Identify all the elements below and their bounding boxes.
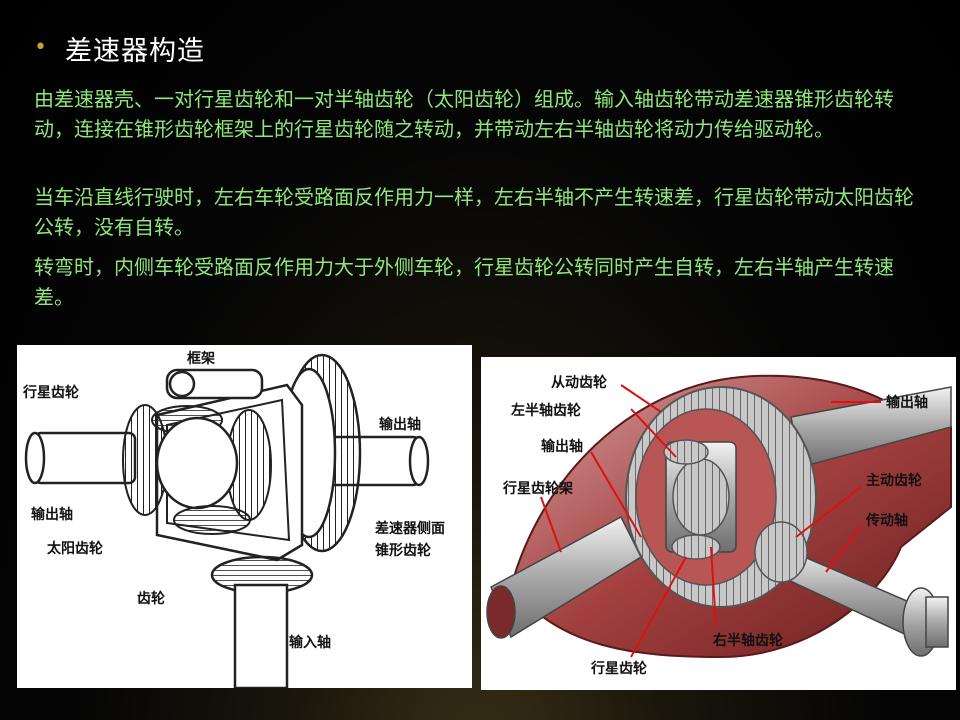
- slide-title: 差速器构造: [64, 35, 205, 67]
- differential-cutaway-diagram: 从动齿轮 左半轴齿轮 输出轴 行星齿轮架 行星齿轮 右半轴齿轮 输出轴 主动齿轮…: [481, 357, 956, 690]
- label-right-half-shaft-gear: 右半轴齿轮: [713, 633, 783, 649]
- paragraph-turning: 转弯时，内侧车轮受路面反作用力大于外侧车轮，行星齿轮公转同时产生自转，左右半轴产…: [34, 255, 894, 309]
- bullet-icon: •: [34, 35, 47, 60]
- label-bevel-gear: 锥形齿轮: [375, 543, 431, 559]
- label-planet-gear: 行星齿轮: [23, 385, 79, 401]
- label-output-shaft-right: 输出轴: [886, 395, 928, 411]
- label-left-half-shaft-gear: 左半轴齿轮: [511, 403, 581, 419]
- label-differential-side: 差速器侧面: [375, 521, 445, 537]
- label-output-shaft-left: 输出轴: [31, 507, 73, 523]
- title-row: • 差速器构造: [34, 28, 205, 68]
- differential-line-drawing: [24, 353, 430, 688]
- label-output-shaft-right: 输出轴: [379, 417, 421, 433]
- paragraph-structure: 由差速器壳、一对行星齿轮和一对半轴齿轮（太阳齿轮）组成。输入轴齿轮带动差速器锥形…: [34, 87, 894, 141]
- label-drive-shaft: 传动轴: [866, 513, 908, 529]
- differential-cutaway-drawing: [486, 374, 952, 659]
- differential-line-diagram: 框架 行星齿轮 输出轴 输出轴 太阳齿轮 差速器侧面 锥形齿轮 齿轮 输入轴: [17, 345, 472, 688]
- label-planet-carrier: 行星齿轮架: [503, 481, 573, 497]
- watermark: 汽车技研: [778, 664, 884, 689]
- label-frame: 框架: [187, 351, 215, 367]
- label-driven-gear: 从动齿轮: [551, 375, 607, 391]
- wechat-icon: [778, 665, 807, 687]
- label-sun-gear: 太阳齿轮: [47, 541, 103, 557]
- label-gear: 齿轮: [137, 591, 165, 607]
- label-planet-gear: 行星齿轮: [591, 661, 647, 677]
- label-drive-gear: 主动齿轮: [866, 473, 922, 489]
- label-output-shaft-left: 输出轴: [541, 439, 583, 455]
- watermark-text: 汽车技研: [812, 669, 884, 689]
- label-input-shaft: 输入轴: [289, 635, 331, 651]
- paragraph-straight: 当车沿直线行驶时，左右车轮受路面反作用力一样，左右半轴不产生转速差，行星齿轮带动…: [34, 185, 914, 239]
